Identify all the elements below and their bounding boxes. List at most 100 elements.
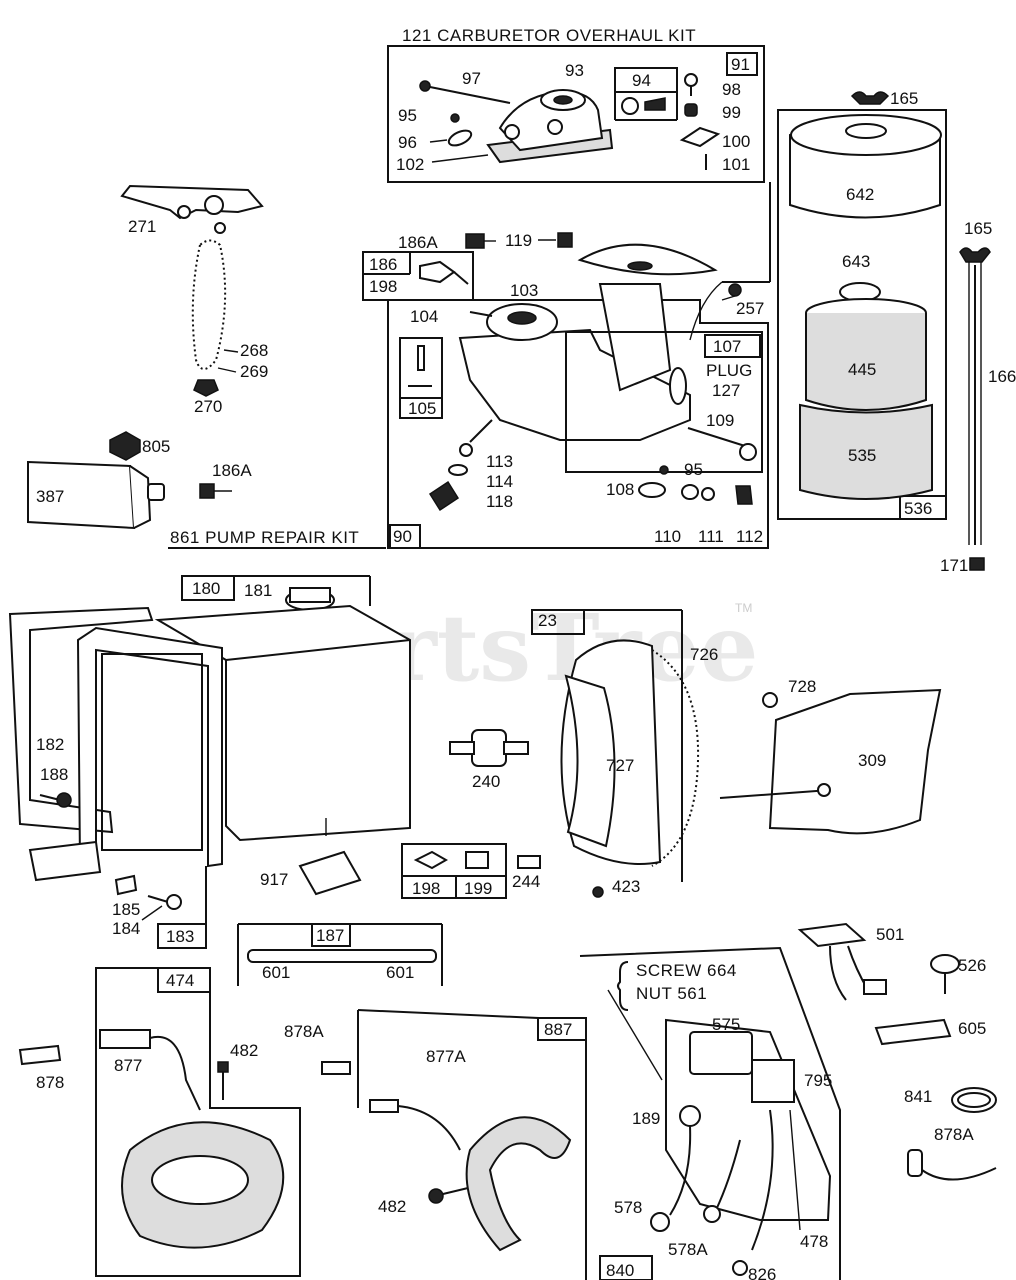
label-482-left[interactable]: 482: [230, 1041, 258, 1060]
label-184[interactable]: 184: [112, 919, 140, 938]
label-269[interactable]: 269: [240, 362, 268, 381]
label-183[interactable]: 183: [166, 927, 194, 946]
label-182[interactable]: 182: [36, 735, 64, 754]
label-643[interactable]: 643: [842, 252, 870, 271]
carburetor-top-body: [486, 89, 614, 164]
label-257[interactable]: 257: [736, 299, 764, 318]
label-plug[interactable]: PLUG: [706, 361, 752, 380]
label-23[interactable]: 23: [538, 611, 557, 630]
fuel-line-group: 187 601 601: [237, 923, 443, 986]
label-93[interactable]: 93: [565, 61, 584, 80]
label-795[interactable]: 795: [804, 1071, 832, 1090]
label-877A[interactable]: 877A: [426, 1047, 466, 1066]
label-100[interactable]: 100: [722, 132, 750, 151]
label-189[interactable]: 189: [632, 1109, 660, 1128]
label-478[interactable]: 478: [800, 1232, 828, 1251]
label-535[interactable]: 535: [848, 446, 876, 465]
label-112[interactable]: 112: [736, 527, 763, 546]
label-841[interactable]: 841: [904, 1087, 932, 1106]
label-94[interactable]: 94: [632, 71, 651, 90]
label-105[interactable]: 105: [408, 399, 436, 418]
label-578A[interactable]: 578A: [668, 1240, 708, 1259]
label-186A-top[interactable]: 186A: [398, 233, 438, 252]
label-97[interactable]: 97: [462, 69, 481, 88]
label-101[interactable]: 101: [722, 155, 750, 174]
label-270[interactable]: 270: [194, 397, 222, 416]
alternator-stator-group: 474 878 877 482: [18, 967, 301, 1277]
label-165-top[interactable]: 165: [890, 89, 918, 108]
label-188[interactable]: 188: [40, 765, 68, 784]
label-387[interactable]: 387: [36, 487, 64, 506]
label-98[interactable]: 98: [722, 80, 741, 99]
label-181[interactable]: 181: [244, 581, 272, 600]
label-99[interactable]: 99: [722, 103, 741, 122]
label-826[interactable]: 826: [748, 1265, 776, 1280]
label-91[interactable]: 91: [731, 55, 750, 74]
label-90[interactable]: 90: [393, 527, 412, 546]
label-165-right[interactable]: 165: [964, 219, 992, 238]
label-113[interactable]: 113: [486, 452, 513, 471]
label-878A-right[interactable]: 878A: [934, 1125, 974, 1144]
label-526[interactable]: 526: [958, 956, 986, 975]
label-271[interactable]: 271: [128, 217, 156, 236]
label-107[interactable]: 107: [713, 337, 741, 356]
pump-kit-title: 861 PUMP REPAIR KIT: [170, 528, 359, 547]
label-887[interactable]: 887: [544, 1020, 572, 1039]
label-877[interactable]: 877: [114, 1056, 142, 1075]
label-199[interactable]: 199: [464, 879, 492, 898]
label-102[interactable]: 102: [396, 155, 424, 174]
label-244[interactable]: 244: [512, 872, 540, 891]
label-605[interactable]: 605: [958, 1019, 986, 1038]
label-171[interactable]: 171: [940, 556, 968, 575]
label-95-low[interactable]: 95: [684, 460, 703, 479]
label-103[interactable]: 103: [510, 281, 538, 300]
label-104[interactable]: 104: [410, 307, 438, 326]
label-166[interactable]: 166: [988, 367, 1016, 386]
label-111[interactable]: 111: [698, 527, 724, 546]
label-119[interactable]: 119: [505, 231, 532, 250]
label-601-right[interactable]: 601: [386, 963, 414, 982]
label-878[interactable]: 878: [36, 1073, 64, 1092]
label-109[interactable]: 109: [706, 411, 734, 430]
label-110[interactable]: 110: [654, 527, 681, 546]
label-727[interactable]: 727: [606, 756, 634, 775]
label-186A-mid[interactable]: 186A: [212, 461, 252, 480]
label-501[interactable]: 501: [876, 925, 904, 944]
rectifier-group: 501 526 605 841 878A: [797, 922, 997, 1181]
label-474[interactable]: 474: [166, 971, 194, 990]
label-878A-left[interactable]: 878A: [284, 1022, 324, 1041]
carburetor-assembly: 90 103 104 107 PLUG 127 257 105 113 114: [387, 182, 771, 549]
label-536[interactable]: 536: [904, 499, 932, 518]
label-95-top[interactable]: 95: [398, 106, 417, 125]
screw-note: SCREW 664: [636, 961, 737, 980]
label-268[interactable]: 268: [240, 341, 268, 360]
label-198-top[interactable]: 198: [369, 277, 397, 296]
label-198-low[interactable]: 198: [412, 879, 440, 898]
label-185[interactable]: 185: [112, 900, 140, 919]
fuel-filter: 240: [449, 729, 529, 791]
label-578[interactable]: 578: [614, 1198, 642, 1217]
label-805[interactable]: 805: [142, 437, 170, 456]
fuel-fitting-group: 186A 186 198 119: [362, 231, 573, 301]
label-96[interactable]: 96: [398, 133, 417, 152]
label-728[interactable]: 728: [788, 677, 816, 696]
label-917[interactable]: 917: [260, 870, 288, 889]
label-240[interactable]: 240: [472, 772, 500, 791]
label-726[interactable]: 726: [690, 645, 718, 664]
label-187[interactable]: 187: [316, 926, 344, 945]
label-118[interactable]: 118: [486, 492, 513, 511]
label-482-right[interactable]: 482: [378, 1197, 406, 1216]
label-601-left[interactable]: 601: [262, 963, 290, 982]
label-423[interactable]: 423: [612, 877, 640, 896]
label-309[interactable]: 309: [858, 751, 886, 770]
label-840[interactable]: 840: [606, 1261, 634, 1280]
label-127[interactable]: 127: [712, 381, 740, 400]
label-642[interactable]: 642: [846, 185, 874, 204]
label-114[interactable]: 114: [486, 472, 513, 491]
label-186[interactable]: 186: [369, 255, 397, 274]
label-575[interactable]: 575: [712, 1015, 740, 1034]
label-180[interactable]: 180: [192, 579, 220, 598]
label-108[interactable]: 108: [606, 480, 634, 499]
label-445[interactable]: 445: [848, 360, 876, 379]
